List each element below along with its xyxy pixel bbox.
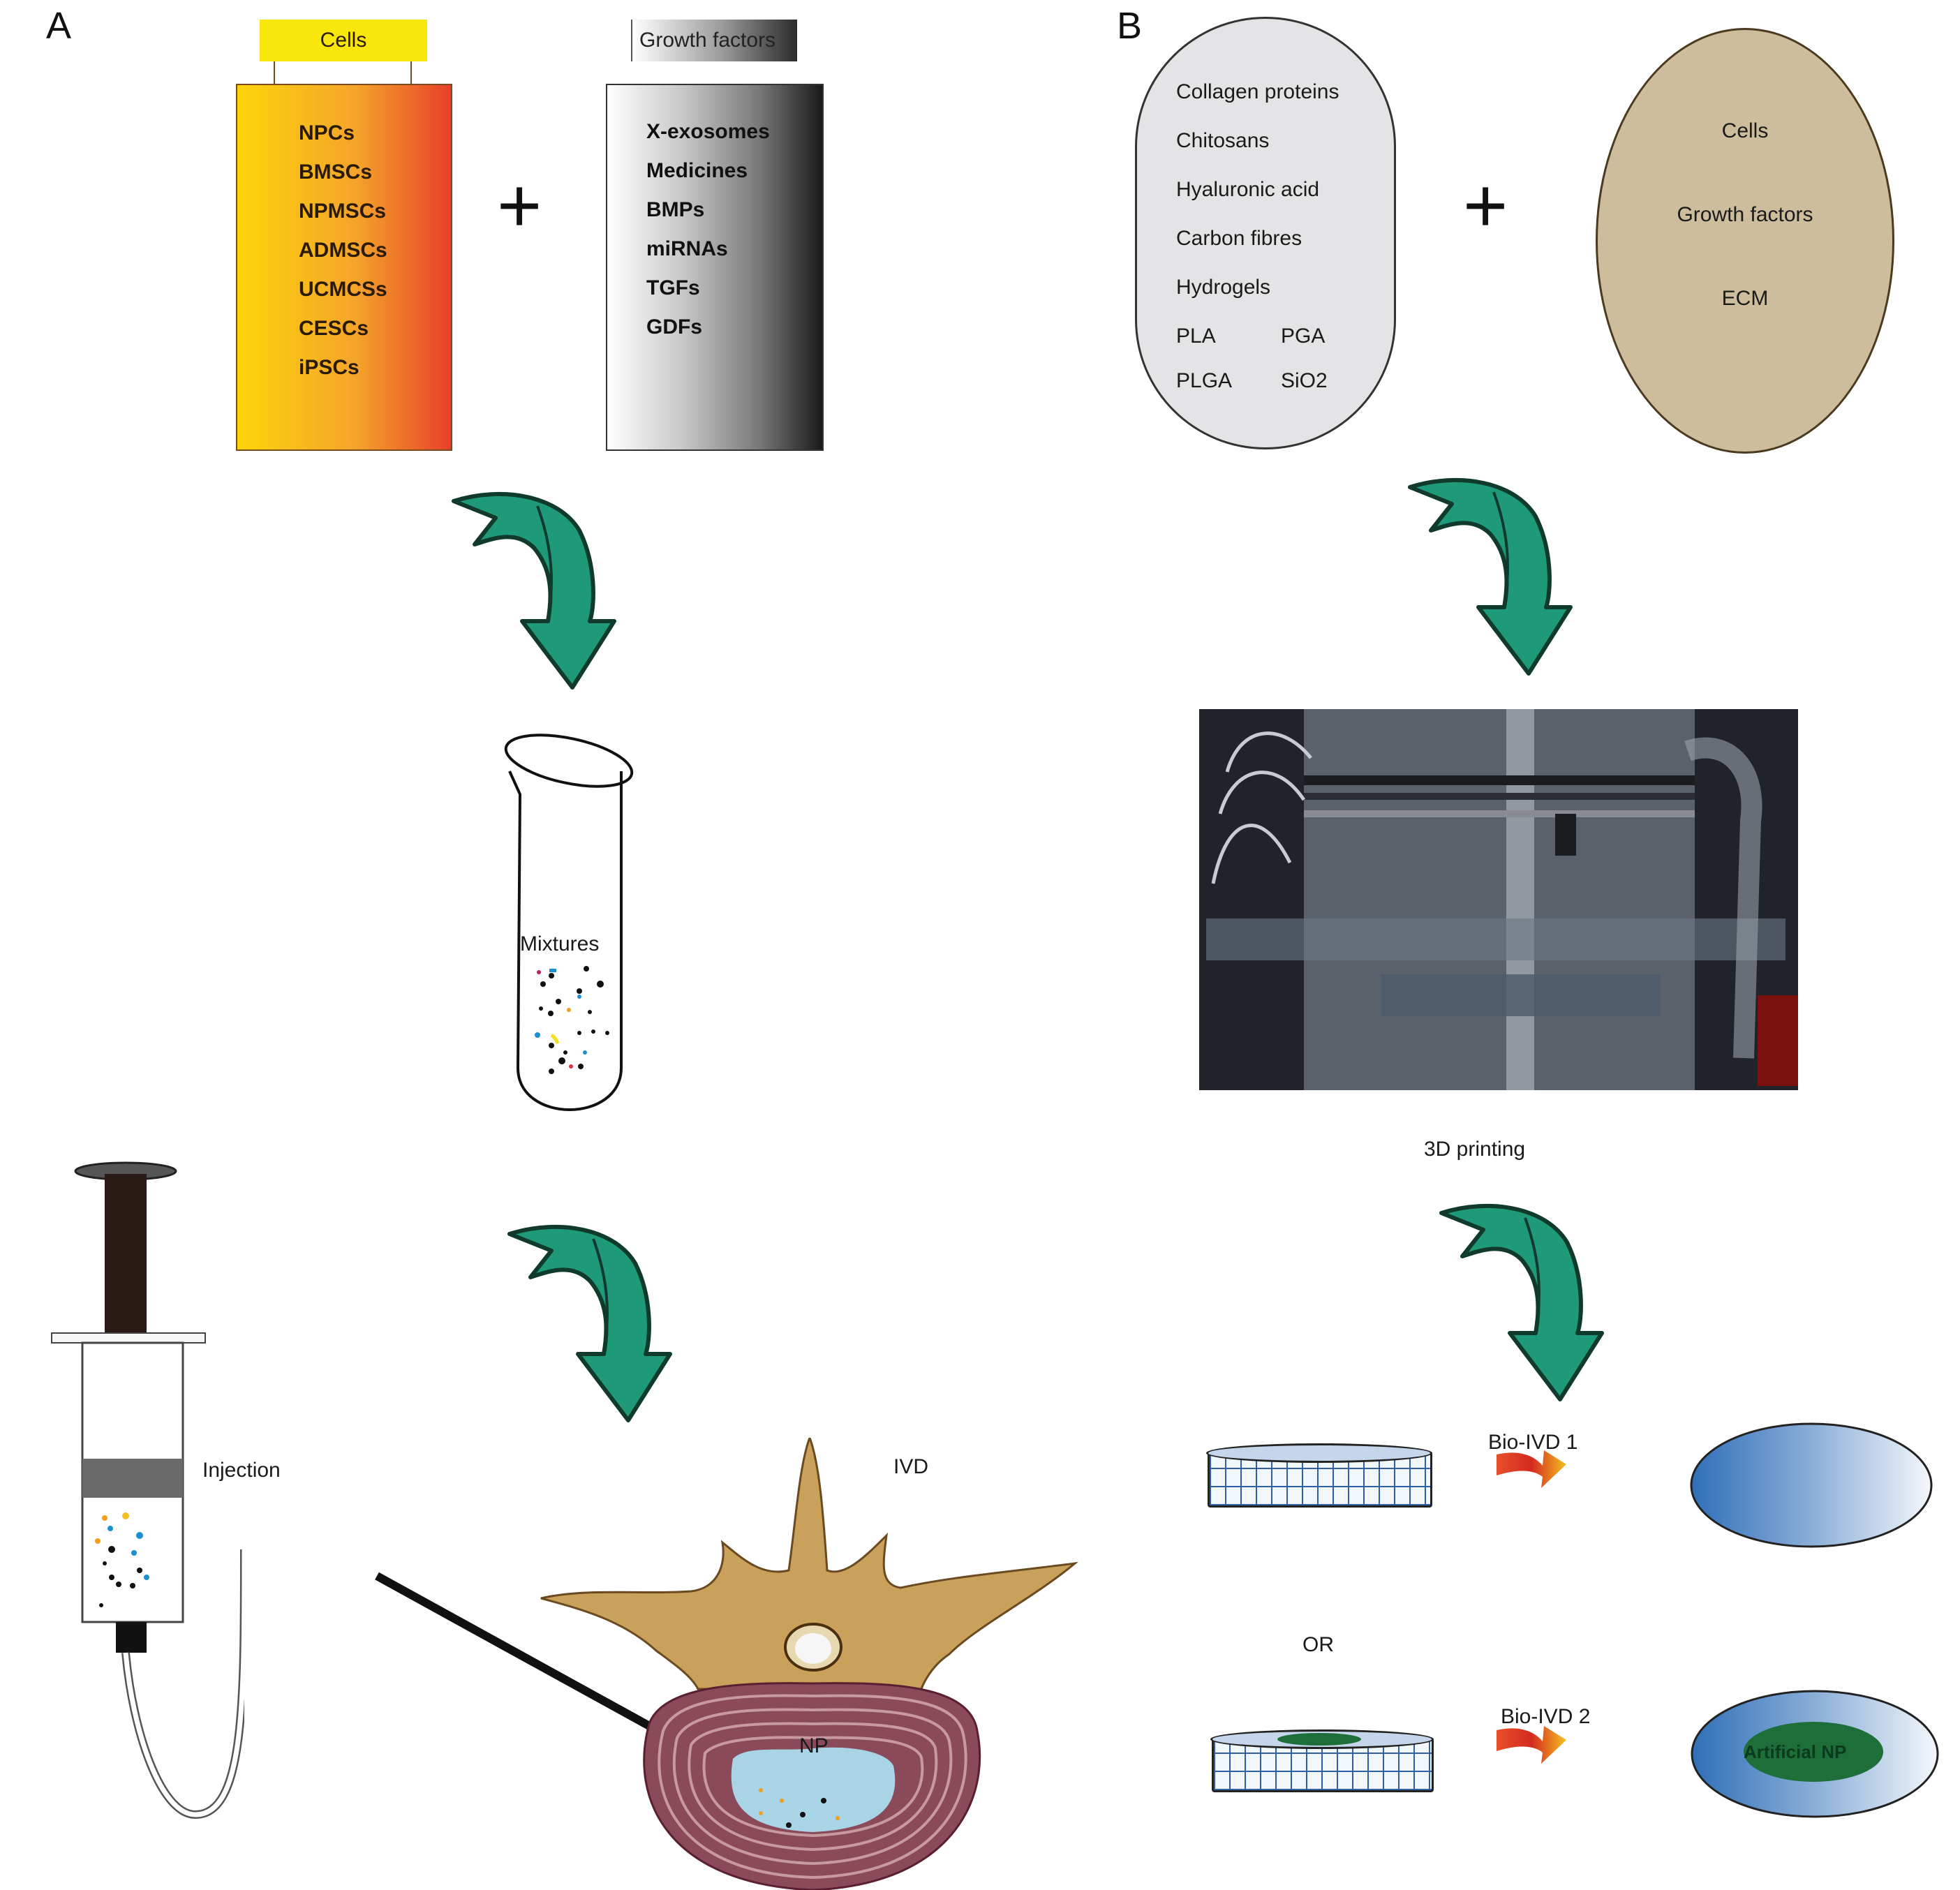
material-item: Chitosans bbox=[1176, 129, 1270, 152]
panel-b-label: B bbox=[1117, 5, 1143, 47]
cells-header: Cells bbox=[260, 20, 427, 61]
material-item: Carbon fibres bbox=[1176, 227, 1302, 250]
plus-sign-b: + bbox=[1463, 163, 1508, 248]
injection-label: Injection bbox=[202, 1459, 281, 1482]
scaffold-np-core bbox=[1277, 1733, 1361, 1746]
cell-type: iPSCs bbox=[299, 356, 359, 379]
growth-factor: GDFs bbox=[646, 315, 703, 338]
ivd-label: IVD bbox=[893, 1455, 929, 1478]
growth-factor: miRNAs bbox=[646, 237, 728, 260]
cells-connector bbox=[410, 61, 412, 84]
3d-printing-label: 3D printing bbox=[1424, 1138, 1526, 1161]
bio-component: Growth factors bbox=[1677, 203, 1813, 226]
growth-factors-list: X-exosomes Medicines BMPs miRNAs TGFs GD… bbox=[646, 120, 770, 339]
syringe-icon bbox=[51, 1161, 244, 1820]
bio-ivd-2-label: Bio-IVD 2 bbox=[1501, 1705, 1591, 1728]
bio-components-oval: Cells Growth factors ECM bbox=[1596, 28, 1894, 454]
cells-title: Cells bbox=[320, 29, 367, 52]
orange-arrow-icon bbox=[1497, 1726, 1566, 1764]
growth-factors-box: X-exosomes Medicines BMPs miRNAs TGFs GD… bbox=[606, 84, 824, 451]
intervertebral-disc-icon bbox=[540, 1438, 1078, 1890]
material-item: SiO2 bbox=[1281, 369, 1328, 392]
growth-factors-header: Growth factors bbox=[631, 20, 797, 61]
material-item: PLA bbox=[1176, 325, 1216, 348]
bio-ivd-2-disc bbox=[1691, 1690, 1939, 1818]
test-tube-icon bbox=[504, 734, 634, 1111]
cell-type: ADMSCs bbox=[299, 239, 387, 262]
curved-arrow-icon bbox=[1403, 475, 1584, 684]
orange-arrow-icon bbox=[1497, 1450, 1566, 1488]
artificial-np-label: Artificial NP bbox=[1744, 1741, 1847, 1762]
cell-type: UCMCSs bbox=[299, 278, 387, 301]
material-item: Hydrogels bbox=[1176, 276, 1271, 299]
growth-factors-title: Growth factors bbox=[639, 29, 776, 52]
growth-factor: BMPs bbox=[646, 198, 705, 221]
cell-type: NPMSCs bbox=[299, 200, 387, 223]
or-label: OR bbox=[1302, 1633, 1334, 1656]
growth-factor: Medicines bbox=[646, 159, 748, 182]
cells-connector bbox=[274, 61, 275, 84]
bio-ivd-1-label: Bio-IVD 1 bbox=[1488, 1431, 1578, 1454]
plus-sign-a: + bbox=[497, 163, 542, 248]
curved-arrow-icon bbox=[1434, 1200, 1616, 1410]
cells-box: NPCs BMSCs NPMSCs ADMSCs UCMCSs CESCs iP… bbox=[236, 84, 452, 451]
panel-a-label: A bbox=[46, 5, 72, 47]
bio-ivd-1-disc bbox=[1690, 1422, 1933, 1548]
curved-arrow-icon bbox=[503, 1221, 684, 1431]
cell-type: CESCs bbox=[299, 317, 369, 340]
material-item: Hyaluronic acid bbox=[1176, 178, 1320, 201]
cells-list: NPCs BMSCs NPMSCs ADMSCs UCMCSs CESCs iP… bbox=[299, 121, 387, 380]
material-pair: PLGA SiO2 bbox=[1176, 369, 1339, 393]
cell-type: NPCs bbox=[299, 121, 355, 144]
growth-factor: TGFs bbox=[646, 276, 700, 299]
bio-component: Cells bbox=[1721, 119, 1769, 142]
bio-component: ECM bbox=[1721, 287, 1769, 310]
material-item: PGA bbox=[1281, 325, 1326, 348]
material-pair: PLA PGA bbox=[1176, 325, 1339, 348]
3d-printer-illustration bbox=[1199, 709, 1798, 1090]
cell-type: BMSCs bbox=[299, 161, 373, 184]
material-item: Collagen proteins bbox=[1176, 80, 1339, 103]
3d-printer-photo bbox=[1199, 709, 1798, 1090]
scaffold-cylinder-1-top bbox=[1206, 1443, 1432, 1463]
material-item: PLGA bbox=[1176, 369, 1233, 392]
scaffold-materials-oval: Collagen proteins Chitosans Hyaluronic a… bbox=[1135, 17, 1396, 449]
np-label: NP bbox=[799, 1734, 829, 1757]
growth-factor: X-exosomes bbox=[646, 120, 770, 143]
curved-arrow-icon bbox=[447, 489, 628, 698]
tube-label: Mixtures bbox=[520, 932, 600, 955]
bio-components-list: Cells Growth factors ECM bbox=[1598, 119, 1892, 311]
scaffold-materials-list: Collagen proteins Chitosans Hyaluronic a… bbox=[1176, 80, 1339, 393]
